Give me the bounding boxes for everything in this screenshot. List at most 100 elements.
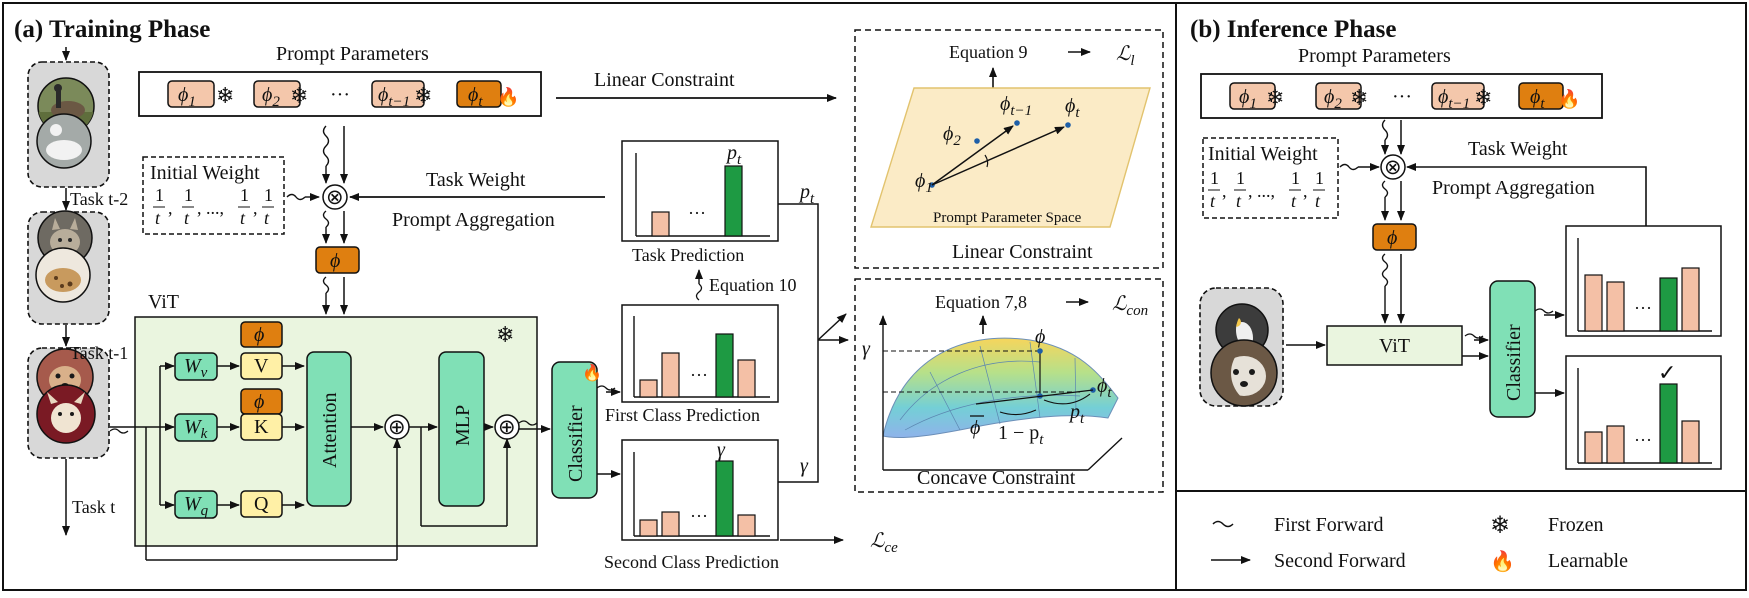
prompt-parameter-space-label: Prompt Parameter Space [933,210,1082,226]
svg-text:t: t [1236,191,1242,211]
svg-text:1: 1 [240,185,249,205]
inf-prompt-phi-t: ϕt [1518,82,1564,112]
svg-text:ϕ2: ϕ2 [1324,86,1342,112]
equation-10-label: Equation 10 [709,275,797,295]
svg-text:t: t [264,208,270,228]
second-class-bar [661,511,680,537]
first-forward-wave [1381,253,1389,287]
merge-gamma-label: γ [800,455,809,477]
concave-gamma-label: γ [862,338,871,360]
training-otimes: ⊗ [326,185,344,209]
vit-label: ViT [148,291,179,313]
aggregated-prompt [315,246,360,274]
phi-t-label: ϕt [1065,95,1080,121]
first-forward-wave [322,276,330,294]
svg-text:V: V [254,355,269,377]
inf-pred-1-bar [1681,267,1700,332]
concave-phi-t-label: ϕt [1097,375,1112,401]
first-forward-wave [518,420,538,426]
inference-prediction-box-2 [1565,355,1722,470]
task-prediction-box [621,140,779,242]
concave-phi-bar-label: ϕ [970,417,980,439]
flame-icon: 🔥 [1558,88,1580,109]
svg-text:t: t [1315,191,1321,211]
equation-7-8-label: Equation 7,8 [935,292,1027,312]
inference-initial-weight-box [1202,137,1339,219]
svg-text:K: K [254,416,269,438]
one-minus-pt-label: 1 − pt [998,422,1044,448]
legend-frozen: Frozen [1548,514,1604,536]
first-class-prediction-label: First Class Prediction [605,405,760,425]
first-forward-wave [1381,119,1389,141]
svg-text:,: , [168,198,173,218]
task-pred-bar-target [724,165,743,237]
training-prompt-params-label: Prompt Parameters [276,43,429,65]
legend-learnable: Learnable [1548,550,1628,572]
inference-classifier-label: Classifier [1503,324,1525,401]
task-pred-bar-1 [651,211,670,237]
merge-pt-label: pt [798,181,815,207]
second-class-bar [737,514,756,537]
swan-photo [36,113,92,169]
angle-arc [984,154,989,168]
prompt-k: ϕ [240,388,283,415]
training-aggregation-op [322,184,348,210]
inference-prediction-box-1 [1565,225,1722,337]
svg-text:1: 1 [1291,168,1300,188]
svg-text:1: 1 [184,185,193,205]
snowflake-icon: ❄ [1474,85,1492,110]
phi-bar-to-phi-t-line [975,389,1094,405]
equation-9-label: Equation 9 [949,42,1028,62]
training-initial-weight-label: Initial Weight [150,162,260,184]
inference-task-weight-arrow [1406,163,1647,226]
inf-prompt-phi-t-minus-1: ϕt−1 [1431,82,1485,112]
flame-icon: 🔥 [1490,549,1515,573]
wq-box: Wq [174,490,218,519]
first-class-bar [737,359,756,398]
yorkie-photo [1210,339,1278,407]
phi-t-minus-1-point [1014,120,1020,126]
first-class-ellipsis: ··· [690,365,708,385]
attention-label: Attention [319,392,341,468]
inference-otimes: ⊗ [1384,155,1402,179]
inference-weight-fractions: 1 t , 1 t , ..., 1 t , 1 t [1208,168,1325,211]
second-class-prediction-label: Second Class Prediction [604,552,779,572]
snowflake-icon: ❄ [1490,513,1510,539]
task-pred-pt-label: pt [725,142,742,168]
phi-2-point [974,138,980,144]
inference-aggregated-prompt [1372,223,1417,251]
svg-text:1: 1 [1210,168,1219,188]
svg-text:t: t [184,208,190,228]
concave-pt-label: pt [1068,401,1085,427]
prompt-phi-1: ϕ1 [167,80,215,110]
concave-constraint-caption: Concave Constraint [917,467,1076,489]
phi-t-minus-1-label: ϕt−1 [1000,93,1032,119]
first-class-bar [639,379,658,398]
inference-vit [1326,325,1463,366]
svg-text:ϕt−1: ϕt−1 [378,84,410,110]
svg-text:t: t [240,208,246,228]
task-prediction-label: Task Prediction [632,245,744,265]
cat-photo-2 [35,247,91,303]
svg-text:, ...,: , ..., [197,198,224,218]
svg-text:Q: Q [254,493,269,515]
svg-text:ϕ1: ϕ1 [1239,86,1257,112]
one-minus-pt-brace [999,409,1037,416]
svg-text:,: , [1222,181,1227,201]
pt-path [778,203,819,340]
prompt-phi-2: ϕ2 [253,80,301,110]
first-forward-wave [695,283,703,301]
flame-icon: 🔥 [582,363,602,382]
inference-aggregated-prompt-label: ϕ [1387,227,1397,249]
inf-pred-2-bar [1681,420,1700,464]
svg-text:ϕ: ϕ [254,391,264,413]
first-forward-legend-icon [1212,520,1234,528]
inference-initial-weight-label: Initial Weight [1208,143,1318,165]
svg-text:Wk: Wk [184,416,208,442]
snowflake-icon: ❄ [1266,85,1284,110]
svg-text:ϕt: ϕt [1530,86,1545,112]
inf-pred-2-bar [1606,425,1625,464]
flame-icon: 🔥 [497,86,519,107]
v-box: V [240,352,283,380]
svg-text:,: , [253,198,258,218]
